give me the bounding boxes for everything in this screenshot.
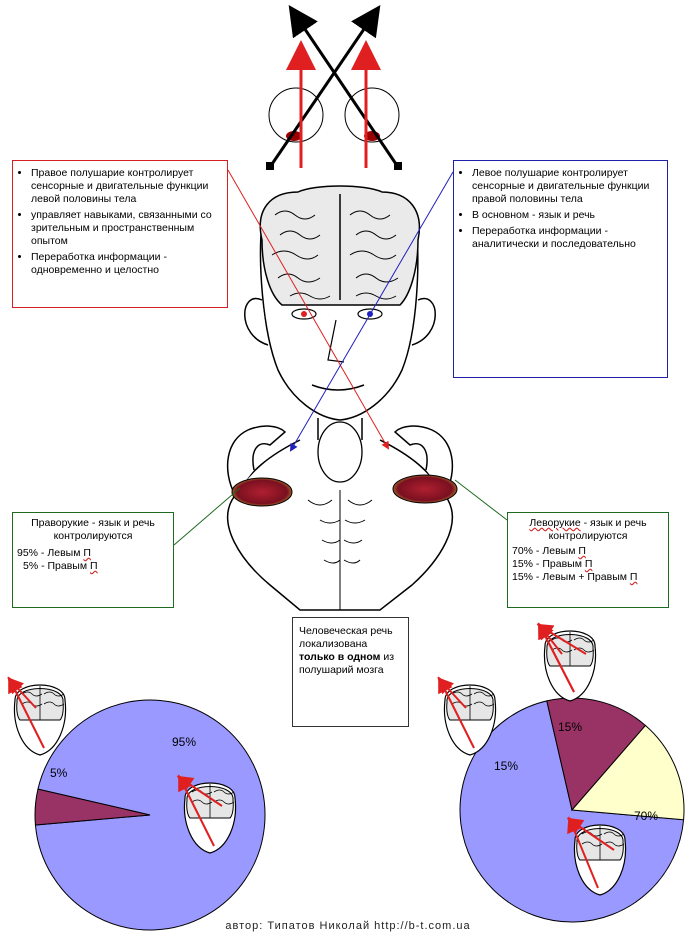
- left-handed-line-3-text: 15% - Левым + Правым: [512, 571, 627, 583]
- left-biceps: [231, 477, 293, 507]
- visual-cross-line-2: [288, 5, 400, 168]
- right-biceps: [392, 474, 458, 504]
- pie-chart-right-handed: 95% 5%: [34, 699, 266, 931]
- thumbnail-head-icon: [536, 622, 597, 702]
- thumbnail-head-icon: [176, 774, 237, 854]
- left-handed-line-1: 70% - Левым П: [512, 545, 664, 558]
- visual-cross-line-1: [268, 5, 381, 168]
- speech-localization-box: Человеческая речь локализована только в …: [292, 617, 409, 727]
- left-handed-title-word: Леворукие: [529, 517, 581, 529]
- pie-chart-left-handed: 70% 15% 15%: [459, 697, 685, 923]
- blue-control-line: [289, 171, 454, 452]
- right-handed-title: Праворукие - язык и речь контролируются: [31, 517, 155, 542]
- pie-data-label: 95%: [172, 735, 196, 749]
- pie-slice: [546, 697, 647, 812]
- left-eye-icon: [268, 87, 324, 143]
- left-handed-box: Леворукие - язык и речь контролируются 7…: [507, 512, 669, 608]
- author-footer: автор: Типатов Николай http://b-t.com.ua: [225, 920, 471, 932]
- left-hemi-item: Переработка информации - аналитически и …: [472, 225, 661, 251]
- speech-text-after: из полушарий мозга: [299, 651, 395, 676]
- right-hemi-item: управляет навыками, связанными со зрител…: [31, 209, 221, 248]
- head-illustration: [244, 185, 436, 440]
- right-handed-line-2: 5% - Правым П: [17, 560, 169, 573]
- left-handed-line-3: 15% - Левым + Правым П: [512, 571, 664, 584]
- pie-data-label: 15%: [494, 759, 518, 773]
- green-connector-left: [173, 487, 241, 546]
- left-handed-line-1-letter: П: [578, 545, 586, 557]
- pie-slice: [34, 699, 266, 931]
- left-handed-line-2-text: 15% - Правым: [512, 558, 582, 570]
- pie-data-label: 70%: [634, 809, 658, 823]
- right-eye-icon: [344, 87, 400, 143]
- speech-text-bold: только в одном: [299, 651, 381, 663]
- face-left-eye-icon: [291, 308, 317, 320]
- right-hemisphere-box: Правое полушарие контролирует сенсорные …: [12, 160, 228, 308]
- left-hemisphere-box: Левое полушарие контролирует сенсорные и…: [453, 160, 668, 378]
- left-hemi-item: Левое полушарие контролирует сенсорные и…: [472, 167, 661, 206]
- right-hemi-item: Правое полушарие контролирует сенсорные …: [31, 167, 221, 206]
- thumbnail-head-icon: [437, 676, 497, 756]
- left-handed-title: Леворукие - язык и речь контролируются: [512, 517, 664, 543]
- left-handed-line-1-text: 70% - Левым: [512, 545, 576, 557]
- pie-data-label: 5%: [50, 766, 68, 780]
- left-handed-line-2-letter: П: [584, 558, 593, 570]
- thumbnail-head-icon: [566, 816, 627, 896]
- left-hemi-item: В основном - язык и речь: [472, 209, 661, 222]
- body-illustration: [226, 421, 458, 611]
- right-handed-line-1-text: 95% - Левым: [17, 547, 81, 559]
- left-handed-line-3-letter: П: [629, 571, 638, 583]
- right-hemi-item: Переработка информации - одновременно и …: [31, 251, 221, 277]
- green-connector-right: [454, 479, 508, 521]
- right-handed-line-2-letter: П: [90, 560, 98, 572]
- body-head: [317, 421, 363, 483]
- left-handed-title-rest: - язык и речь контролируются: [548, 517, 647, 542]
- pie-slice: [570, 724, 685, 821]
- pie-data-label: 15%: [558, 720, 582, 734]
- left-handed-line-2: 15% - Правым П: [512, 558, 664, 571]
- speech-text-before: Человеческая речь локализована: [299, 625, 393, 650]
- right-handed-line-1-letter: П: [83, 547, 91, 559]
- eye-crossing-diagram: [266, 5, 402, 170]
- thumbnail-head-icon: [7, 676, 67, 756]
- right-handed-line-2-text: 5% - Правым: [23, 560, 88, 572]
- face-right-eye-icon: [357, 308, 383, 320]
- red-control-line: [227, 169, 389, 450]
- pie-slice: [34, 788, 151, 826]
- right-handed-box: Праворукие - язык и речь контролируются …: [12, 512, 174, 608]
- right-handed-line-1: 95% - Левым П: [17, 547, 169, 560]
